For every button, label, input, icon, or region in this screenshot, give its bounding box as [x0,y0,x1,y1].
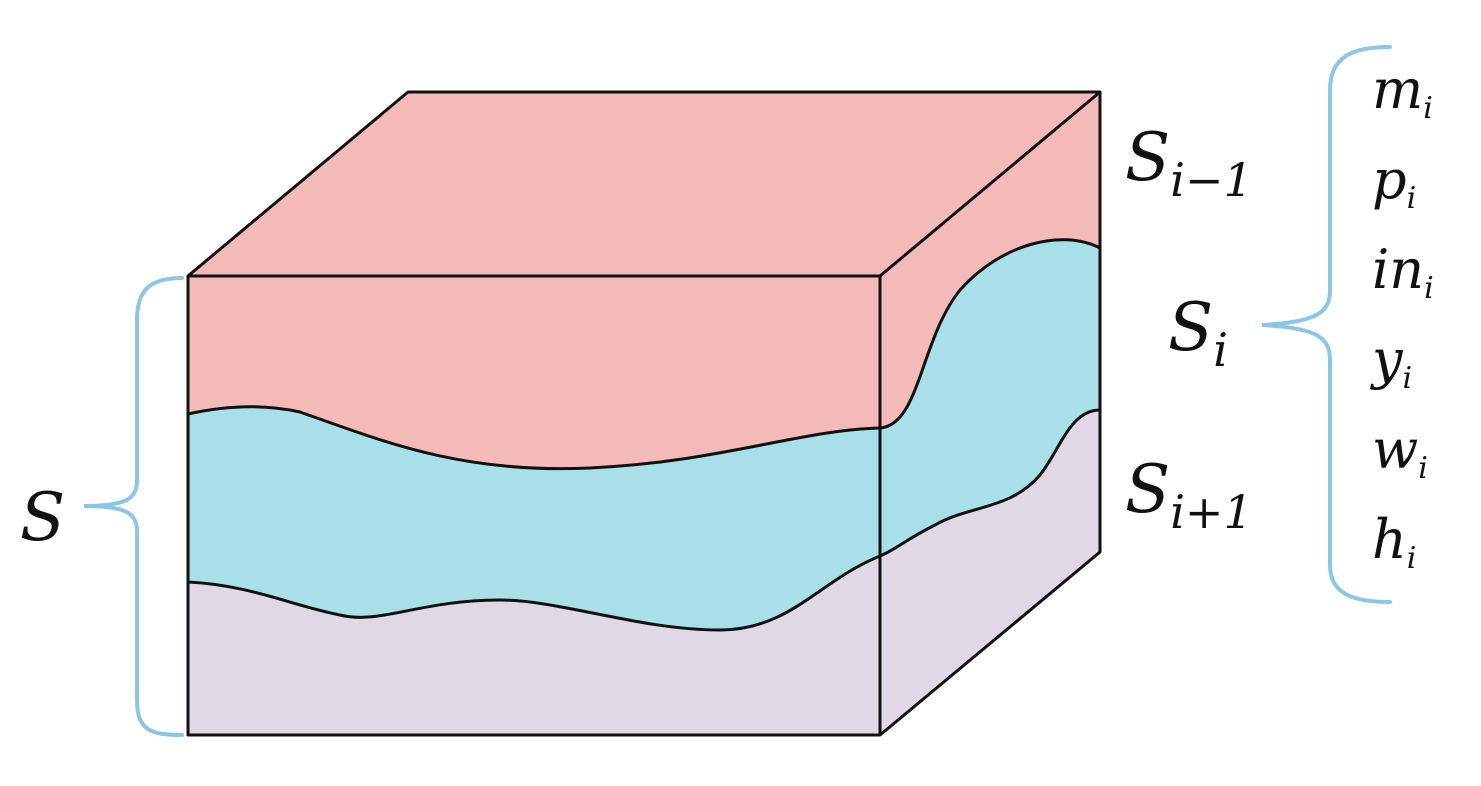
attribute-h-i: hi [1372,508,1416,576]
attribute-w-i: wi [1372,418,1428,486]
attribute-base: p [1372,148,1407,211]
block-outlines [186,90,1102,737]
block [188,92,1100,735]
total-label-text: S [20,479,65,556]
attribute-base: w [1372,418,1418,481]
front-middle-layer [188,406,880,630]
attribute-base: m [1372,58,1423,121]
front-top-layer [188,276,880,469]
attribute-sub: i [1407,541,1417,576]
attribute-sub: i [1424,271,1434,306]
attribute-in-i: ini [1372,238,1434,306]
attribute-base: y [1370,328,1404,391]
boundary-lower [187,408,1101,632]
attribute-sub: i [1418,451,1428,486]
label-layer-above: Si−1 [1125,119,1253,207]
layer-below-sub: i+1 [1170,485,1253,539]
attribute-base: in [1372,238,1424,301]
layer-above-base: S [1125,119,1170,196]
layer-above-sub: i−1 [1170,153,1253,207]
front-bottom-layer [188,556,880,735]
total-label: S [20,479,65,556]
side-top-layer [880,92,1100,428]
layer-below-base: S [1125,451,1170,528]
left-brace [83,276,184,737]
right-brace [1261,45,1392,604]
boundary-upper [187,238,1101,471]
svg-text:Si−1: Si−1 [1125,119,1253,207]
attribute-base: h [1372,508,1407,571]
side-middle-layer [880,239,1100,556]
svg-text:Si+1: Si+1 [1125,451,1253,539]
svg-text:Si: Si [1168,289,1228,377]
label-layer-below: Si+1 [1125,451,1253,539]
layer-current-base: S [1168,289,1213,366]
attribute-sub: i [1403,361,1413,396]
label-layer-current: Si [1168,289,1228,377]
attribute-p-i: pi [1372,148,1416,216]
side-bottom-layer [880,410,1100,735]
top-face [188,92,1100,276]
layer-current-sub: i [1213,323,1228,377]
attribute-sub: i [1423,91,1433,126]
attribute-m-i: mi [1372,58,1433,126]
attribute-sub: i [1407,181,1417,216]
attribute-y-i: yi [1370,328,1412,396]
